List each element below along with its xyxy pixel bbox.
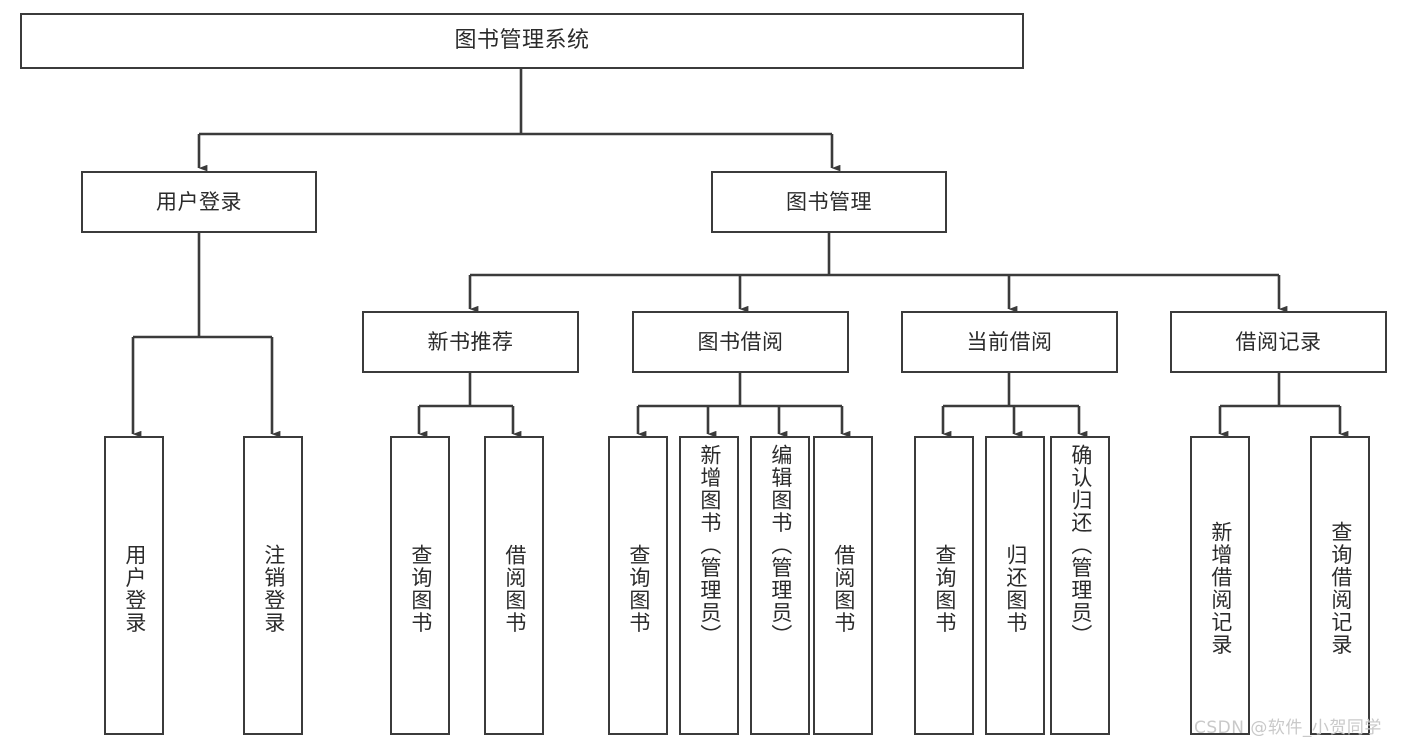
- node-label: 借阅记录: [1235, 329, 1322, 354]
- leaf-user-login-login[interactable]: 用户登录: [104, 436, 164, 735]
- node-label: 新书推荐: [427, 329, 514, 354]
- node-label: 图书管理: [786, 189, 872, 214]
- node-label: 图书借阅: [697, 329, 784, 354]
- leaf-book-borrow-query[interactable]: 查询图书: [608, 436, 668, 735]
- leaf-current-borrow-return[interactable]: 归还图书: [985, 436, 1045, 735]
- leaf-current-borrow-confirm-return[interactable]: 确认归还（管理员）: [1050, 436, 1110, 735]
- node-label: 注销登录: [261, 543, 286, 634]
- node-label: 借阅图书: [502, 543, 527, 634]
- node-label: 查询图书: [408, 543, 433, 634]
- node-user-login[interactable]: 用户登录: [81, 171, 317, 233]
- node-label: 图书管理系统: [454, 28, 590, 54]
- node-label: 编辑图书（管理员）: [768, 444, 793, 647]
- node-label: 查询图书: [932, 543, 957, 634]
- node-label: 查询借阅记录: [1328, 521, 1353, 656]
- leaf-borrow-record-add[interactable]: 新增借阅记录: [1190, 436, 1250, 735]
- node-new-book-recommend[interactable]: 新书推荐: [362, 311, 579, 373]
- node-current-borrow[interactable]: 当前借阅: [901, 311, 1118, 373]
- leaf-book-borrow-borrow[interactable]: 借阅图书: [813, 436, 873, 735]
- leaf-new-book-borrow[interactable]: 借阅图书: [484, 436, 544, 735]
- csdn-watermark: CSDN @软件_小贺同学: [1194, 718, 1382, 738]
- leaf-user-login-logout[interactable]: 注销登录: [243, 436, 303, 735]
- node-label: 当前借阅: [966, 329, 1053, 354]
- node-label: 查询图书: [626, 543, 651, 634]
- leaf-current-borrow-query[interactable]: 查询图书: [914, 436, 974, 735]
- node-book-management[interactable]: 图书管理: [711, 171, 947, 233]
- node-label: 归还图书: [1003, 543, 1028, 634]
- node-label: 新增图书（管理员）: [697, 444, 722, 647]
- node-label: 确认归还（管理员）: [1068, 444, 1093, 647]
- leaf-borrow-record-query[interactable]: 查询借阅记录: [1310, 436, 1370, 735]
- leaf-new-book-query[interactable]: 查询图书: [390, 436, 450, 735]
- node-label: 借阅图书: [831, 543, 856, 634]
- node-label: 用户登录: [122, 543, 147, 634]
- node-label: 新增借阅记录: [1208, 521, 1233, 656]
- node-borrow-record[interactable]: 借阅记录: [1170, 311, 1387, 373]
- leaf-book-borrow-add[interactable]: 新增图书（管理员）: [679, 436, 739, 735]
- node-book-borrow[interactable]: 图书借阅: [632, 311, 849, 373]
- node-label: 用户登录: [156, 189, 242, 214]
- node-root-system[interactable]: 图书管理系统: [20, 13, 1024, 69]
- leaf-book-borrow-edit[interactable]: 编辑图书（管理员）: [750, 436, 810, 735]
